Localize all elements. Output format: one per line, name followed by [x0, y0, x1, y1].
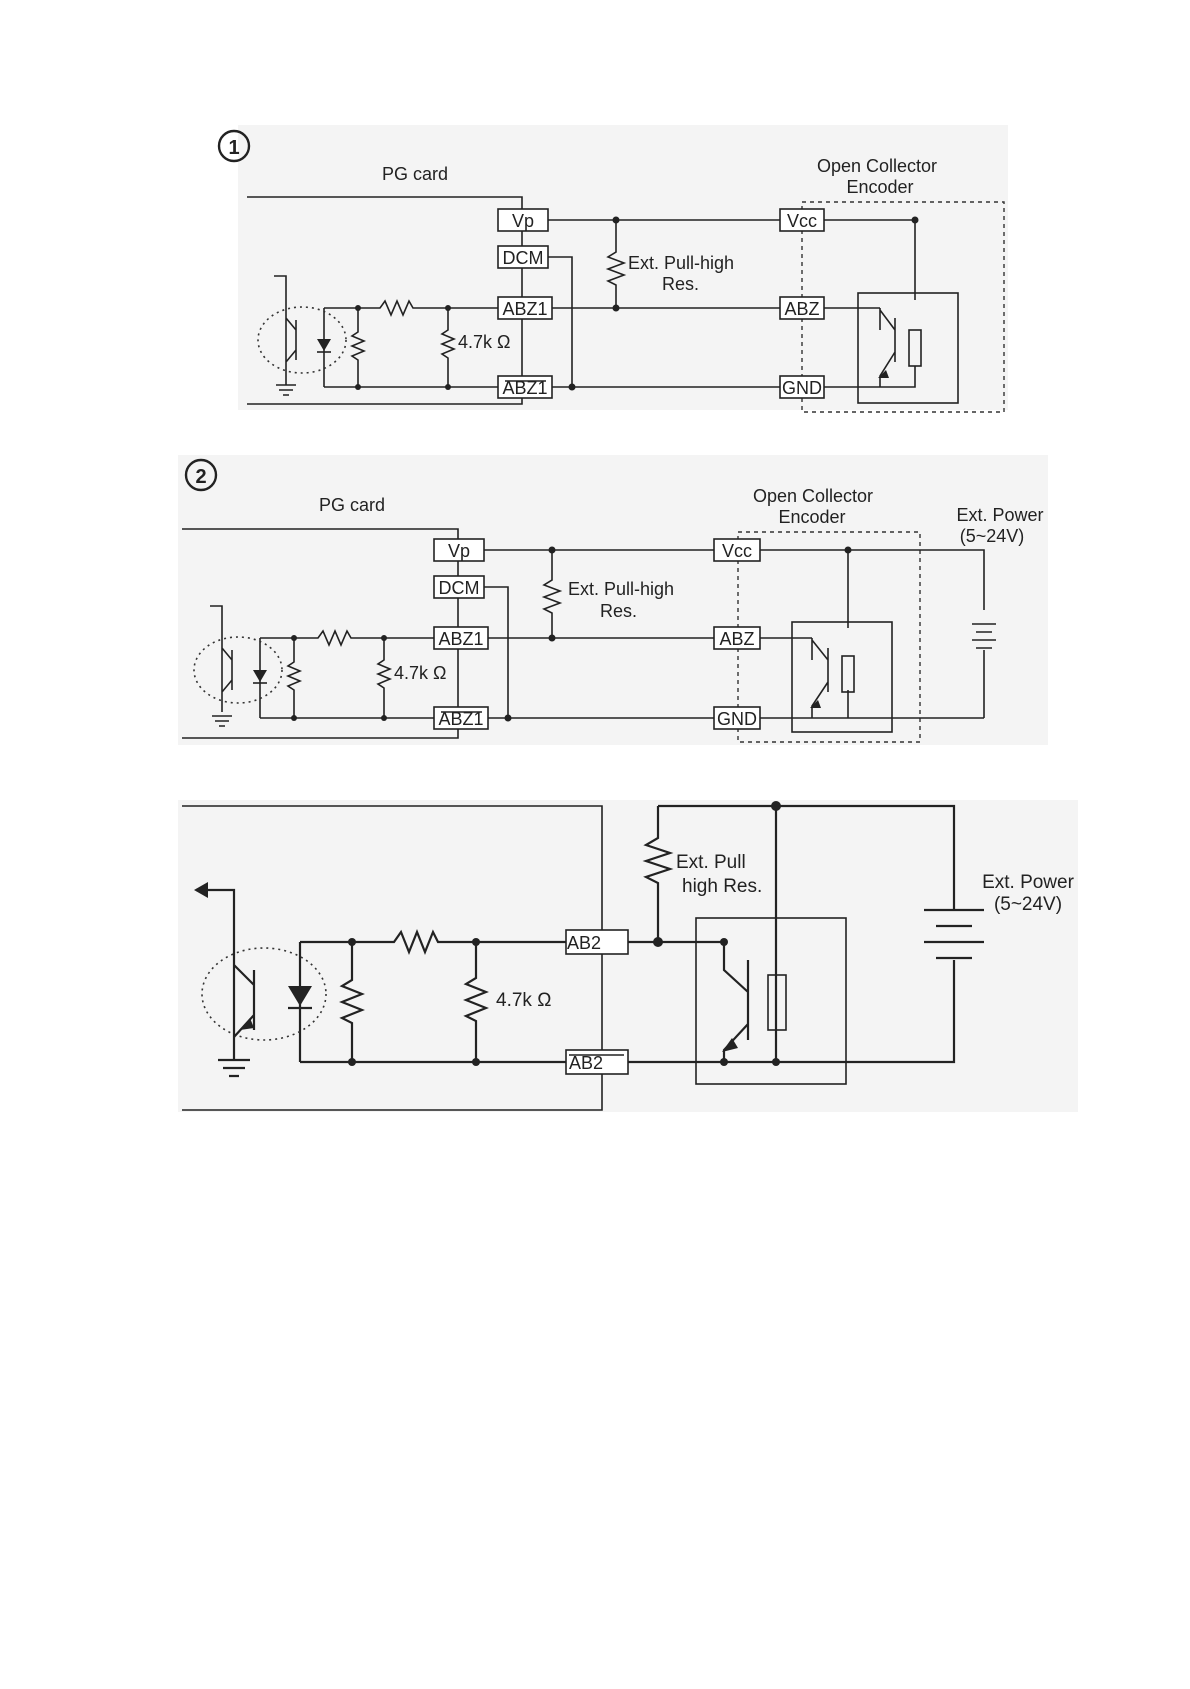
diagram-1-junction	[912, 217, 919, 224]
diagram-2-pin-abz1-bar-label: ABZ1	[438, 709, 483, 729]
diagram-2-encoder-label-1: Open Collector	[753, 486, 873, 506]
diagram-1-junction	[445, 384, 451, 390]
diagram-3-pullhigh-label-1: Ext. Pull	[676, 852, 746, 873]
diagram-2-pin-vp-label: Vp	[448, 541, 470, 561]
diagram-1-encoder-label-2: Encoder	[846, 177, 913, 197]
diagram-3-pin-ab2-bar-label: AB2	[569, 1053, 603, 1073]
diagram-2-junction	[845, 547, 852, 554]
diagram-3-junction	[771, 801, 781, 811]
diagram-2-junction	[505, 715, 512, 722]
diagram-1-pin-vcc-label: Vcc	[787, 211, 817, 231]
diagram-2-encoder-label-2: Encoder	[778, 507, 845, 527]
diagram-1-pin-abz1-label: ABZ1	[502, 299, 547, 319]
diagram-2-number: 2	[195, 466, 206, 488]
diagram-2-junction	[381, 635, 387, 641]
diagram-3-junction	[653, 937, 663, 947]
diagram-3-power-label-2: (5~24V)	[994, 894, 1062, 915]
diagram-1-pg-card-label: PG card	[382, 164, 448, 184]
diagram-1-pin-gnd-label: GND	[782, 378, 822, 398]
diagram-3-junction	[772, 1058, 780, 1066]
diagram-2-pg-card-label: PG card	[319, 495, 385, 515]
diagram-1-junction	[355, 305, 361, 311]
diagram-1-pin-dcm-label: DCM	[503, 248, 544, 268]
diagram-2-pullhigh-label-2: Res.	[600, 601, 637, 621]
diagram-1-encoder-label-1: Open Collector	[817, 156, 937, 176]
diagram-3-pin-ab2-label: AB2	[567, 933, 601, 953]
diagram-1-4k7-label: 4.7k Ω	[458, 332, 510, 352]
diagram-2-pin-abz1-label: ABZ1	[438, 629, 483, 649]
diagram-2-background	[178, 455, 1048, 745]
diagram-1-pin-vp-label: Vp	[512, 211, 534, 231]
diagram-1-junction	[355, 384, 361, 390]
diagram-3-junction	[348, 1058, 356, 1066]
diagram-3-pullhigh-label-2: high Res.	[682, 876, 762, 897]
diagram-2-power-label-2: (5~24V)	[960, 526, 1025, 546]
diagram-2-pin-abz-label: ABZ	[719, 629, 754, 649]
diagram-2-power-label-1: Ext. Power	[956, 505, 1043, 525]
diagram-3-junction	[720, 938, 728, 946]
diagram-2-pin-dcm-label: DCM	[439, 578, 480, 598]
diagram-3-junction	[472, 938, 480, 946]
diagram-2-junction	[291, 635, 297, 641]
diagram-2-4k7-label: 4.7k Ω	[394, 663, 446, 683]
diagram-2-junction	[381, 715, 387, 721]
diagram-1-pullhigh-label-2: Res.	[662, 274, 699, 294]
diagram-1-junction	[613, 305, 620, 312]
diagram-3: Ext. Pull high Res. Ext. Power (5~24V) 4…	[178, 800, 1078, 1112]
diagram-3-junction	[348, 938, 356, 946]
diagram-1-pullhigh-label-1: Ext. Pull-high	[628, 253, 734, 273]
diagram-3-junction	[472, 1058, 480, 1066]
diagram-1-junction	[613, 217, 620, 224]
diagram-1-pin-abz1-bar-label: ABZ1	[502, 378, 547, 398]
diagram-1-junction	[569, 384, 576, 391]
diagram-2: 2 PG card Open Collector Encoder Ext. Po…	[178, 455, 1048, 745]
diagram-1: 1 PG card Open Collector Encoder Ext. Pu…	[219, 125, 1008, 412]
diagram-2-junction	[549, 635, 556, 642]
diagram-2-junction	[291, 715, 297, 721]
diagram-1-number: 1	[228, 137, 239, 159]
diagram-2-pin-vcc-label: Vcc	[722, 541, 752, 561]
diagram-1-pin-abz-label: ABZ	[784, 299, 819, 319]
diagram-1-junction	[445, 305, 451, 311]
diagram-2-junction	[549, 547, 556, 554]
diagram-3-4k7-label: 4.7k Ω	[496, 990, 551, 1011]
diagram-2-pullhigh-label-1: Ext. Pull-high	[568, 579, 674, 599]
diagram-2-pin-gnd-label: GND	[717, 709, 757, 729]
diagram-3-junction	[720, 1058, 728, 1066]
diagram-3-power-label-1: Ext. Power	[982, 872, 1075, 893]
